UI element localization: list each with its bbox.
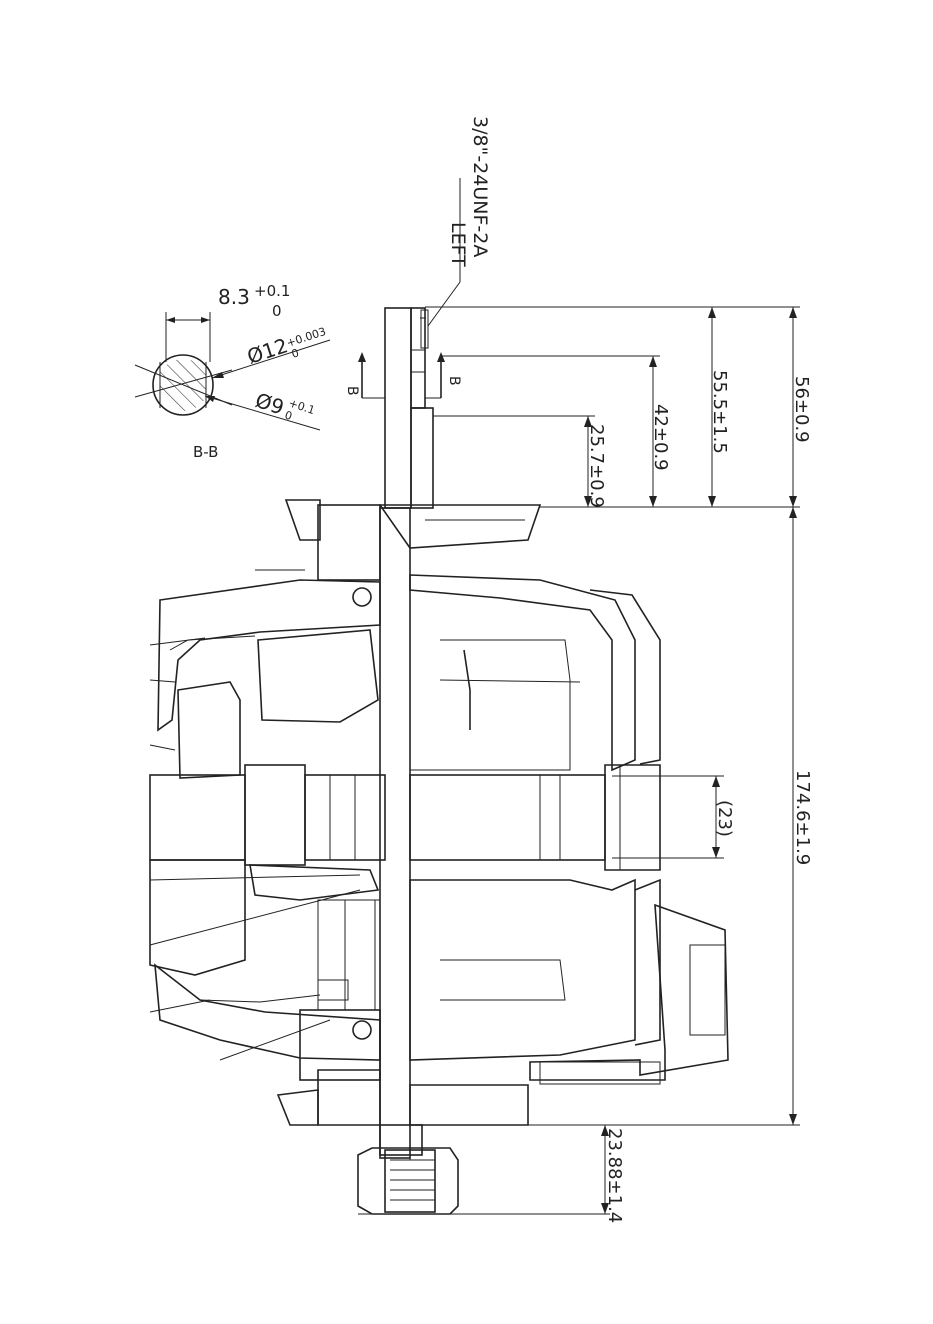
shaft-upper-tol: +0.003 — [285, 325, 328, 350]
flat-lower-tol: 0 — [272, 302, 282, 320]
dim-42: 42±0.9 — [650, 404, 671, 471]
dim-25-7: 25.7±0.9 — [586, 424, 607, 508]
thread-direction: LEFT — [447, 222, 469, 267]
section-title: B-B — [193, 443, 218, 461]
pulley — [358, 1125, 610, 1214]
shaft-lower-tol: 0 — [290, 346, 301, 361]
dim-55-5: 55.5±1.5 — [709, 370, 730, 454]
dim-56: 56±0.9 — [791, 376, 812, 443]
thread-spec: 3/8"-24UNF-2A — [469, 116, 491, 257]
shaft-diameter: Ø12 — [244, 333, 291, 369]
alternator-housing — [150, 500, 728, 1125]
core-diameter: Ø9 — [252, 388, 286, 420]
thread-callout: 3/8"-24UNF-2A LEFT — [428, 116, 491, 326]
section-b-b-detail: 8.3 +0.1 0 Ø12 +0.003 0 Ø9 +0.1 0 B-B — [135, 282, 330, 461]
shaft-top — [385, 308, 433, 508]
section-letter-left: B — [344, 386, 360, 396]
flat-nominal: 8.3 — [218, 285, 250, 309]
dim-174-6: 174.6±1.9 — [792, 770, 813, 865]
section-letter-right: B — [446, 376, 462, 386]
flat-upper-tol: +0.1 — [254, 282, 290, 300]
core-lower-tol: 0 — [283, 408, 294, 423]
section-cut-b: B B — [344, 352, 462, 398]
dim-23: (23) — [714, 800, 735, 837]
dim-23-88: 23.88±1.4 — [604, 1128, 625, 1223]
